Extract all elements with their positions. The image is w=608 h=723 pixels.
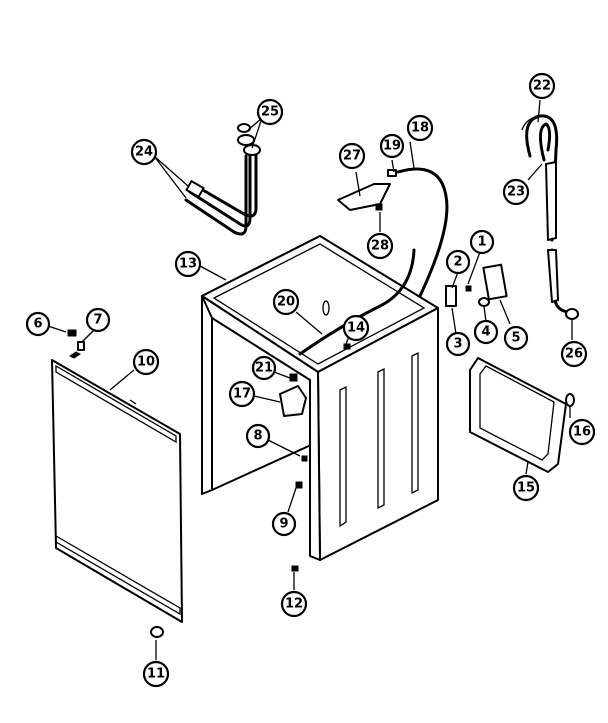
callout-18: 18 xyxy=(406,114,434,142)
inlet-hoses xyxy=(184,123,261,236)
callout-number: 21 xyxy=(255,361,273,376)
callout-1: 1 xyxy=(469,229,495,255)
callout-number: 3 xyxy=(453,337,462,352)
callout-number: 25 xyxy=(261,105,279,120)
callout-7: 7 xyxy=(85,307,111,333)
callout-28: 28 xyxy=(366,232,394,260)
callout-17: 17 xyxy=(228,380,256,408)
callout-19: 19 xyxy=(379,133,405,159)
callout-9: 9 xyxy=(271,511,297,537)
callout-25: 25 xyxy=(256,98,284,126)
callout-number: 8 xyxy=(253,429,262,444)
callout-15: 15 xyxy=(512,474,540,502)
callout-number: 20 xyxy=(277,295,295,310)
callout-number: 6 xyxy=(33,317,42,332)
callout-number: 11 xyxy=(147,667,165,682)
callout-number: 18 xyxy=(411,121,429,136)
callout-3: 3 xyxy=(445,331,471,357)
callout-number: 7 xyxy=(93,313,102,328)
callout-2: 2 xyxy=(445,249,471,275)
callout-number: 13 xyxy=(179,257,197,272)
callout-23: 23 xyxy=(502,178,530,206)
wire-harness xyxy=(298,167,449,356)
callout-number: 24 xyxy=(135,145,153,160)
callout-number: 14 xyxy=(347,321,365,336)
callout-11: 11 xyxy=(142,660,170,688)
callout-number: 16 xyxy=(573,425,591,440)
callout-number: 19 xyxy=(383,139,401,154)
callout-number: 27 xyxy=(343,149,361,164)
callout-12: 12 xyxy=(280,590,308,618)
callout-27: 27 xyxy=(338,142,366,170)
callout-number: 4 xyxy=(481,325,490,340)
callout-24: 24 xyxy=(130,138,158,166)
callout-number: 15 xyxy=(517,481,535,496)
callout-number: 23 xyxy=(507,185,525,200)
callout-26: 26 xyxy=(560,340,588,368)
callout-number: 9 xyxy=(279,517,288,532)
callout-21: 21 xyxy=(251,355,277,381)
callout-number: 1 xyxy=(477,235,486,250)
callout-5: 5 xyxy=(503,325,529,351)
callout-number: 12 xyxy=(285,597,303,612)
access-cover xyxy=(469,357,567,473)
callout-10: 10 xyxy=(132,348,160,376)
callout-number: 2 xyxy=(453,255,462,270)
callout-number: 26 xyxy=(565,347,583,362)
callout-13: 13 xyxy=(174,250,202,278)
callout-20: 20 xyxy=(272,288,300,316)
callout-16: 16 xyxy=(568,418,596,446)
callout-number: 22 xyxy=(533,79,551,94)
bracket xyxy=(337,169,397,211)
callout-6: 6 xyxy=(25,311,51,337)
callout-number: 28 xyxy=(371,239,389,254)
drain-hose xyxy=(521,114,579,320)
callout-number: 5 xyxy=(511,331,520,346)
callout-14: 14 xyxy=(342,314,370,342)
callout-22: 22 xyxy=(528,72,556,100)
callout-number: 17 xyxy=(233,387,251,402)
front-panel xyxy=(51,351,183,623)
callout-8: 8 xyxy=(245,423,271,449)
small-parts xyxy=(67,263,575,638)
callout-number: 10 xyxy=(137,355,155,370)
callout-4: 4 xyxy=(473,319,499,345)
